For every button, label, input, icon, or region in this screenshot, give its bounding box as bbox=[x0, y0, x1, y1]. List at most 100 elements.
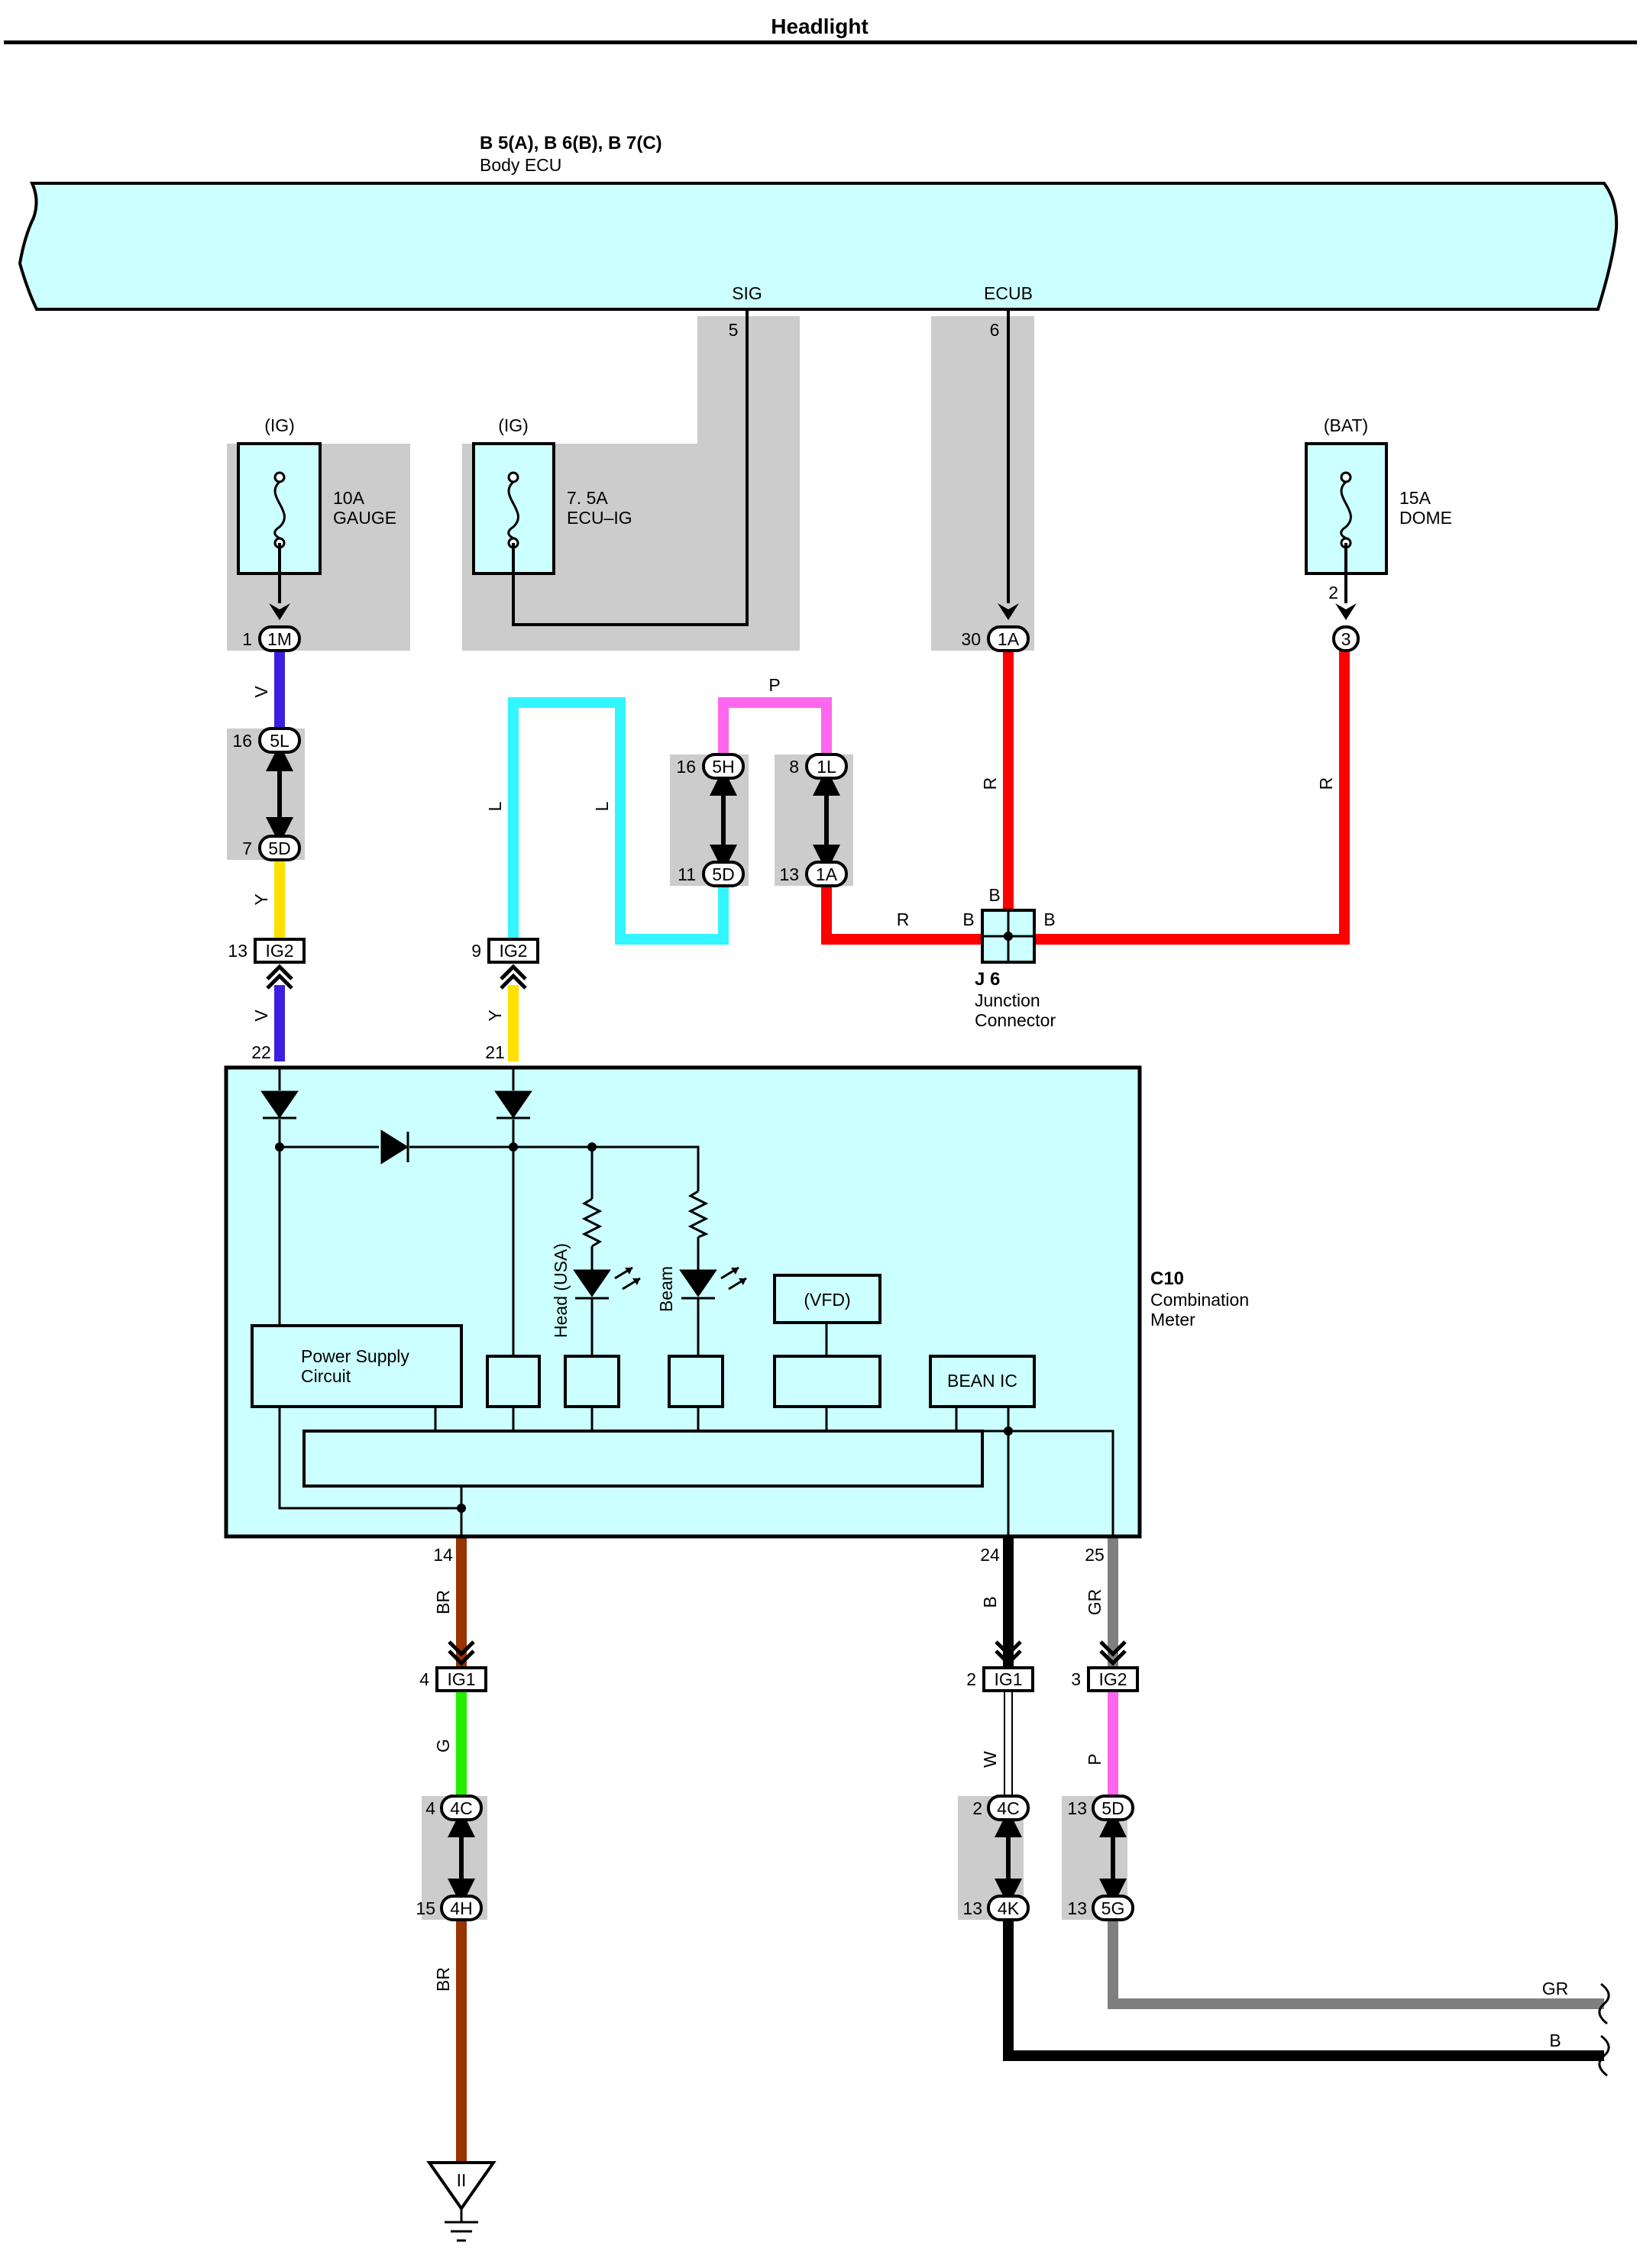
conn-ig2-a: IG2 bbox=[265, 941, 293, 961]
conn-ecub-1A: 1A bbox=[998, 629, 1020, 649]
wire-red-main bbox=[821, 651, 1350, 945]
junction-j6 bbox=[981, 909, 1036, 964]
fuse-dome-rating: 15A bbox=[1399, 488, 1431, 508]
wire-label-r1: R bbox=[980, 777, 1000, 790]
meter-pin-24: 24 bbox=[980, 1545, 1000, 1565]
pin-5D-c: 13 bbox=[1067, 1798, 1087, 1818]
meter-resistors bbox=[581, 1190, 709, 1248]
fuse-gauge-source: (IG) bbox=[264, 415, 295, 435]
pin-ig1-a: 4 bbox=[419, 1669, 429, 1689]
fuse-gauge-name: GAUGE bbox=[333, 508, 396, 528]
pin-ecub-1A: 30 bbox=[961, 629, 981, 649]
wire-break-marks bbox=[1598, 1982, 1610, 2077]
conn-1A-b: 1A bbox=[816, 864, 838, 884]
power-supply-circuit bbox=[251, 1324, 463, 1408]
wire-label-gr1: GR bbox=[1085, 1589, 1105, 1616]
conn-ig1-a: IG1 bbox=[447, 1669, 475, 1689]
meter-line1: Combination bbox=[1150, 1290, 1249, 1310]
pin-5D-b: 11 bbox=[678, 864, 696, 884]
meter-pin-21: 21 bbox=[485, 1042, 505, 1062]
wire-black-lower bbox=[1003, 1920, 1604, 2061]
body-ecu-code: B 5(A), B 6(B), B 7(C) bbox=[480, 133, 662, 153]
conn-1L: 1L bbox=[817, 757, 836, 777]
led-arrowheads bbox=[625, 1268, 746, 1285]
pin-ig2-a: 13 bbox=[228, 941, 247, 961]
pin-1A-b: 13 bbox=[779, 864, 799, 884]
conn-ig1-b: IG1 bbox=[994, 1669, 1022, 1689]
chevrons-upper bbox=[266, 964, 527, 990]
meter-internal-boxes bbox=[251, 1274, 1036, 1488]
body-ecu-name: Body ECU bbox=[480, 155, 561, 175]
ground-code: II bbox=[457, 2170, 467, 2190]
conn-4H: 4H bbox=[450, 1898, 472, 1918]
wire-label-gr2: GR bbox=[1542, 1979, 1569, 1998]
wire-white bbox=[1004, 1688, 1013, 1796]
conn-5H: 5H bbox=[712, 757, 734, 777]
wire-label-l2: L bbox=[592, 801, 612, 811]
pin-ig2-c: 3 bbox=[1071, 1669, 1081, 1689]
wire-label-r2: R bbox=[1316, 777, 1336, 790]
page-title: Headlight bbox=[771, 15, 869, 38]
ecub-pin-label: ECUB bbox=[984, 283, 1033, 303]
wire-label-br2: BR bbox=[433, 1967, 453, 1992]
psu-line2: Circuit bbox=[301, 1366, 351, 1386]
junction-pin-right: B bbox=[1043, 909, 1055, 929]
wire-gray-lower bbox=[1108, 1920, 1604, 2009]
conn-4C-a: 4C bbox=[450, 1798, 472, 1818]
pin-5H: 16 bbox=[676, 757, 696, 777]
psu-line1: Power Supply bbox=[301, 1346, 409, 1366]
conn-5G: 5G bbox=[1101, 1898, 1125, 1918]
meter-junction-dots bbox=[275, 1142, 1013, 1513]
meter-diodes bbox=[260, 1090, 532, 1165]
wire-label-v1: V bbox=[251, 686, 271, 698]
conn-4C-b: 4C bbox=[997, 1798, 1019, 1818]
wire-label-r3: R bbox=[897, 909, 910, 929]
fuse-gauge-rating: 10A bbox=[333, 488, 365, 508]
bean-ic-label: BEAN IC bbox=[947, 1371, 1017, 1391]
ecub-pin-num: 6 bbox=[990, 320, 1000, 340]
fuse-ecuig-rating: 7. 5A bbox=[567, 488, 608, 508]
pin-4K: 13 bbox=[962, 1898, 982, 1918]
sig-pin-label: SIG bbox=[732, 283, 762, 303]
wire-label-y1: Y bbox=[251, 893, 271, 905]
pin-4C-a: 4 bbox=[425, 1798, 435, 1818]
thin-wires bbox=[278, 309, 1347, 626]
body-ecu-box bbox=[18, 182, 1619, 311]
sig-pin-num: 5 bbox=[729, 320, 739, 340]
wire-label-v2: V bbox=[251, 1010, 271, 1022]
pin-ig2-b: 9 bbox=[471, 941, 481, 961]
wire-cyan bbox=[508, 697, 729, 945]
junction-code: J 6 bbox=[975, 969, 1000, 990]
meter-line2: Meter bbox=[1150, 1310, 1195, 1329]
wire-label-br1: BR bbox=[433, 1590, 453, 1614]
beam-label: Beam bbox=[656, 1266, 676, 1312]
title-rule bbox=[4, 40, 1637, 44]
wire-label-p2: P bbox=[1085, 1753, 1105, 1765]
pin-4H: 15 bbox=[416, 1898, 435, 1918]
conn-5L: 5L bbox=[270, 731, 290, 751]
pin-1M: 1 bbox=[242, 629, 252, 649]
ground-symbol bbox=[426, 2161, 497, 2242]
pin-5D-a: 7 bbox=[242, 838, 252, 858]
bean-ic-box bbox=[929, 1355, 1036, 1408]
junction-pin-left: B bbox=[962, 909, 974, 929]
wire-label-l1: L bbox=[485, 801, 505, 811]
rect-connectors bbox=[254, 938, 1139, 1692]
conn-ig2-c: IG2 bbox=[1098, 1669, 1127, 1689]
colored-wires bbox=[274, 651, 1604, 2169]
junction-pin-top: B bbox=[988, 885, 1000, 905]
wire-label-p1: P bbox=[768, 675, 780, 695]
meter-bus-box bbox=[302, 1430, 984, 1488]
junction-line1: Junction bbox=[975, 990, 1040, 1010]
pin-4C-b: 2 bbox=[972, 1798, 982, 1818]
wire-label-w: W bbox=[980, 1751, 1000, 1768]
pin-5G: 13 bbox=[1067, 1898, 1087, 1918]
oval-connectors bbox=[258, 625, 1360, 1921]
fuse-dome-name: DOME bbox=[1399, 508, 1452, 528]
wire-pink-upper bbox=[718, 697, 832, 754]
down-arrows bbox=[269, 603, 1357, 620]
vfd-box bbox=[773, 1274, 881, 1324]
conn-ig2-b: IG2 bbox=[499, 941, 527, 961]
meter-code: C10 bbox=[1150, 1268, 1184, 1289]
fuse-dome-source: (BAT) bbox=[1324, 415, 1368, 435]
